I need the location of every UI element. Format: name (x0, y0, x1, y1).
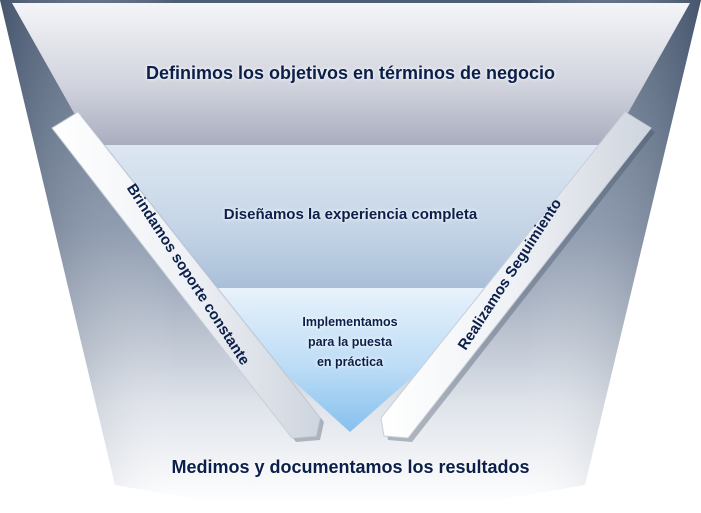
level-middle-label: Diseñamos la experiencia completa (223, 206, 478, 223)
level-inner-line-3: en práctica (316, 355, 383, 369)
level-top-label: Definimos los objetivos en términos de n… (145, 63, 556, 83)
level-bottom-label: Medimos y documentamos los resultados (171, 457, 530, 477)
band-top (12, 3, 690, 145)
band-middle (92, 145, 610, 288)
level-inner-line-1: Implementamos (302, 315, 398, 329)
band-inner (190, 288, 513, 432)
right-arrow (380, 111, 655, 442)
level-inner-line-2: para la puesta (307, 335, 393, 349)
left-arrow (51, 111, 324, 442)
level-inner-label: Implementamos para la puesta en práctica (270, 312, 430, 372)
